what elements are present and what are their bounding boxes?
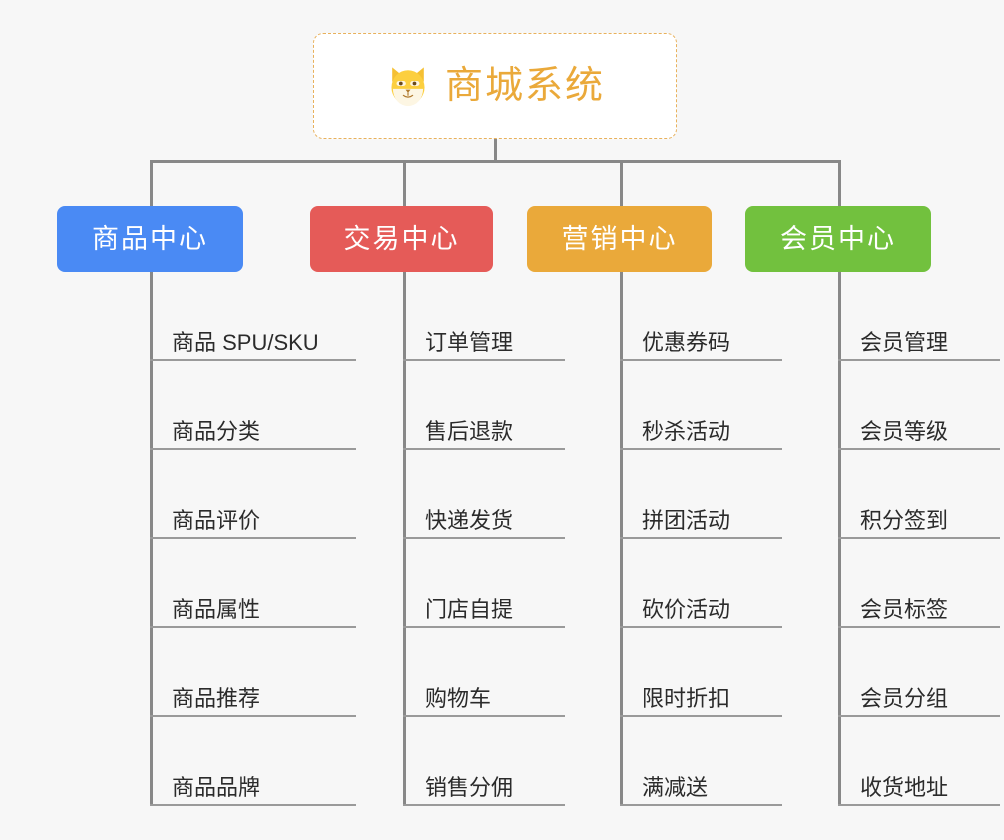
branch-label: 会员中心 <box>780 223 896 254</box>
leaf-spine <box>403 272 406 806</box>
branch-label: 交易中心 <box>343 223 460 254</box>
leaf-item-label: 限时折扣 <box>642 685 731 711</box>
leaf-item[interactable]: 会员标签 <box>838 539 1000 628</box>
connector-drop-1 <box>150 160 153 207</box>
leaf-item-label: 快递发货 <box>425 507 514 533</box>
leaf-item[interactable]: 积分签到 <box>838 450 1000 539</box>
leaf-item[interactable]: 商品品牌 <box>150 717 356 806</box>
leaf-item-label: 商品推荐 <box>172 685 261 711</box>
branch-node-1[interactable]: 商品中心 <box>57 206 243 272</box>
leaf-column-2: 订单管理售后退款快递发货门店自提购物车销售分佣 <box>403 272 565 806</box>
leaf-item[interactable]: 会员等级 <box>838 361 1000 450</box>
leaf-item[interactable]: 秒杀活动 <box>620 361 782 450</box>
leaf-item[interactable]: 拼团活动 <box>620 450 782 539</box>
leaf-item-label: 商品品牌 <box>172 774 261 800</box>
leaf-item-label: 会员等级 <box>860 418 949 444</box>
leaf-item[interactable]: 快递发货 <box>403 450 565 539</box>
leaf-item-label: 会员标签 <box>860 596 949 622</box>
shiba-dog-icon <box>391 67 425 107</box>
leaf-item[interactable]: 商品推荐 <box>150 628 356 717</box>
leaf-item[interactable]: 商品评价 <box>150 450 356 539</box>
leaf-item[interactable]: 会员分组 <box>838 628 1000 717</box>
leaf-item-label: 商品属性 <box>172 596 261 622</box>
leaf-item[interactable]: 商品属性 <box>150 539 356 628</box>
leaf-item-label: 销售分佣 <box>425 774 514 800</box>
branch-label: 营销中心 <box>561 223 678 254</box>
leaf-item[interactable]: 限时折扣 <box>620 628 782 717</box>
leaf-item-label: 会员管理 <box>860 329 949 355</box>
connector-drop-4 <box>838 160 841 207</box>
leaf-item[interactable]: 商品分类 <box>150 361 356 450</box>
leaf-item-label: 商品分类 <box>172 418 261 444</box>
leaf-spine <box>150 272 153 806</box>
leaf-spine <box>620 272 623 806</box>
leaf-item[interactable]: 订单管理 <box>403 272 565 361</box>
leaf-item[interactable]: 销售分佣 <box>403 717 565 806</box>
leaf-item-label: 收货地址 <box>860 774 949 800</box>
leaf-column-1: 商品 SPU/SKU 商品分类商品评价商品属性商品推荐商品品牌 <box>150 272 356 806</box>
leaf-item-label: 商品评价 <box>172 507 261 533</box>
leaf-item-label: 拼团活动 <box>642 507 731 533</box>
connector-drop-3 <box>620 160 623 207</box>
leaf-item-label: 商品 SPU/SKU <box>172 329 319 355</box>
leaf-item-label: 售后退款 <box>425 418 514 444</box>
leaf-item-label: 秒杀活动 <box>642 418 731 444</box>
leaf-item[interactable]: 优惠券码 <box>620 272 782 361</box>
leaf-item-label: 门店自提 <box>425 596 514 622</box>
leaf-item[interactable]: 售后退款 <box>403 361 565 450</box>
leaf-item-label: 优惠券码 <box>642 329 731 355</box>
root-node[interactable]: 商城系统 <box>313 33 677 139</box>
leaf-item[interactable]: 满减送 <box>620 717 782 806</box>
branch-node-3[interactable]: 营销中心 <box>527 206 712 272</box>
leaf-item[interactable]: 门店自提 <box>403 539 565 628</box>
branch-node-4[interactable]: 会员中心 <box>745 206 931 272</box>
leaf-column-3: 优惠券码秒杀活动拼团活动砍价活动限时折扣满减送 <box>620 272 782 806</box>
connector-root-stem <box>494 139 497 162</box>
leaf-item-label: 会员分组 <box>860 685 949 711</box>
connector-drop-2 <box>403 160 406 207</box>
branch-label: 商品中心 <box>92 223 208 254</box>
leaf-item-label: 砍价活动 <box>642 596 731 622</box>
leaf-item[interactable]: 商品 SPU/SKU <box>150 272 356 361</box>
connector-horizontal-bus <box>150 160 840 163</box>
leaf-item-label: 购物车 <box>425 685 492 711</box>
leaf-item-label: 满减送 <box>642 774 709 800</box>
leaf-column-4: 会员管理会员等级积分签到会员标签会员分组收货地址 <box>838 272 1000 806</box>
branch-node-2[interactable]: 交易中心 <box>310 206 493 272</box>
leaf-item-label: 积分签到 <box>860 507 949 533</box>
leaf-item-label: 订单管理 <box>425 329 514 355</box>
leaf-item[interactable]: 收货地址 <box>838 717 1000 806</box>
leaf-item[interactable]: 购物车 <box>403 628 565 717</box>
leaf-item[interactable]: 会员管理 <box>838 272 1000 361</box>
leaf-spine <box>838 272 841 806</box>
root-title: 商城系统 <box>444 65 605 107</box>
leaf-item[interactable]: 砍价活动 <box>620 539 782 628</box>
